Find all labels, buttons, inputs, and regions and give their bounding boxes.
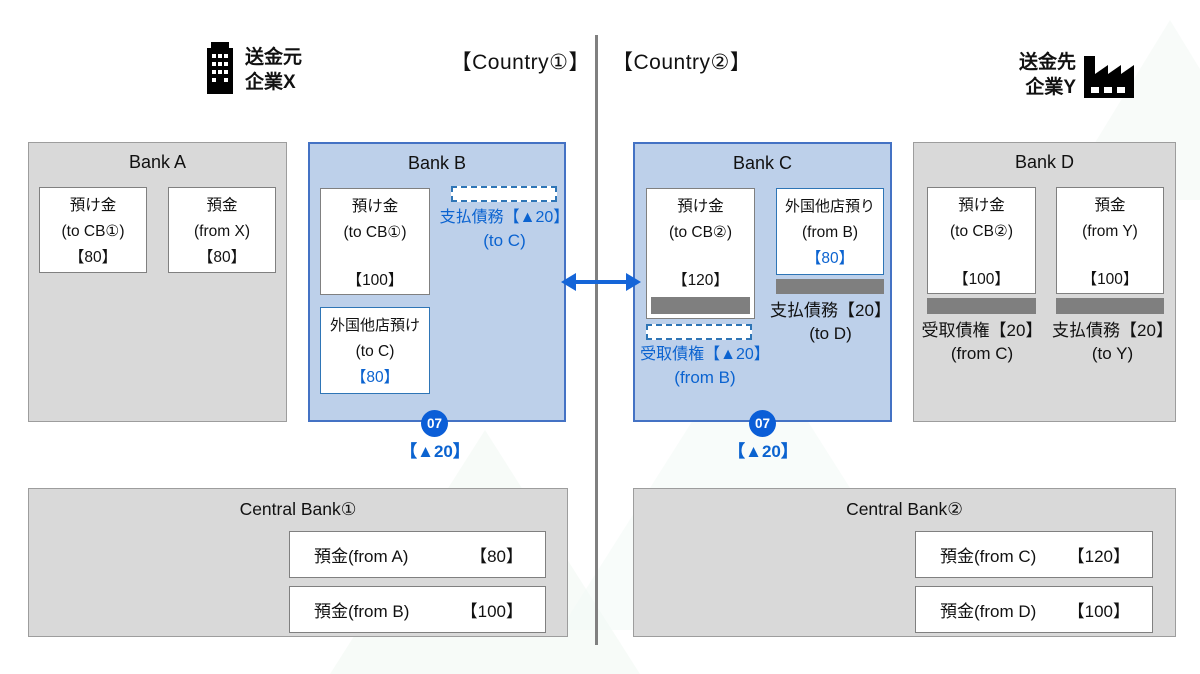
sender-line2: 企業X <box>245 72 296 93</box>
note-line: (from C) <box>950 344 1014 363</box>
amount-value: 【80】 <box>805 250 855 267</box>
label-line: (from B) <box>802 224 858 241</box>
note-line: 支払債務【20】 <box>770 301 891 320</box>
bank-c-vostro-box: 外国他店預り (from B) 【80】 <box>776 188 884 275</box>
label-line: 預け金 <box>677 198 724 215</box>
bank-c-deposit-cb2-box: 預け金 (to CB②) 【120】 <box>646 188 755 319</box>
bank-d-receivable-note: 受取債権【20】 (from C) <box>914 319 1050 365</box>
label-line: (to C) <box>355 343 395 360</box>
bank-a-deposit-from-x-box: 預金 (from X) 【80】 <box>168 187 276 273</box>
label-line: (to CB①) <box>343 224 407 241</box>
note-line: 受取債権【20】 <box>921 321 1043 340</box>
office-building-icon <box>203 42 237 94</box>
label-line: (to CB②) <box>669 224 732 241</box>
label-line: 預金 <box>1094 197 1126 214</box>
row-label: 預金(from B) <box>314 602 410 621</box>
bank-c-payable-note: 支払債務【20】 (to D) <box>763 299 898 345</box>
bank-d-box: Bank D 預け金 (to CB②) 【100】 受取債権【20】 (from… <box>913 142 1176 422</box>
central-bank2-box: Central Bank② 預金(from C) 【120】 預金(from D… <box>633 488 1176 637</box>
receiver-company-label: 送金先 企業Y <box>1008 50 1076 100</box>
note-line: (to Y) <box>1091 344 1134 363</box>
bank-c-step-delta: 【▲20】 <box>728 442 798 461</box>
bank-b-deposit-cb1-box: 預け金 (to CB①) 【100】 <box>320 188 430 295</box>
sender-company-label: 送金元 企業X <box>245 45 302 95</box>
label-line: (to CB②) <box>950 223 1013 240</box>
bank-b-step-badge: 07 <box>421 410 448 437</box>
note-line: (to D) <box>809 324 852 343</box>
cb2-row-from-d: 預金(from D) 【100】 <box>915 586 1153 633</box>
note-line: (from B) <box>674 368 736 387</box>
central-bank1-title: Central Bank① <box>239 499 357 519</box>
amount-value: 【120】 <box>672 272 729 289</box>
reduction-bar <box>927 298 1036 314</box>
note-line: 支払債務【▲20】 <box>439 209 570 226</box>
receiver-line1: 送金先 <box>1018 52 1076 73</box>
label-line: (from Y) <box>1082 223 1138 240</box>
bank-c-receivable-dashed-box <box>646 324 752 340</box>
receiver-line2: 企業Y <box>1025 77 1076 98</box>
label-line: 預け金 <box>69 197 117 214</box>
bank-d-title: Bank D <box>1014 152 1075 172</box>
bank-c-step-badge: 07 <box>749 410 776 437</box>
cb2-row-from-c: 預金(from C) 【120】 <box>915 531 1153 578</box>
bank-b-nostro-box: 外国他店預け (to C) 【80】 <box>320 307 430 394</box>
label-line: 預金 <box>206 197 238 214</box>
country-divider-line <box>595 35 598 645</box>
bank-a-title: Bank A <box>128 152 187 172</box>
bank-d-deposit-from-y-box: 預金 (from Y) 【100】 <box>1056 187 1164 294</box>
bank-a-box: Bank A 預け金 (to CB①) 【80】 預金 (from X) 【80… <box>28 142 287 422</box>
reduction-bar <box>651 297 750 314</box>
label-line: (from X) <box>194 223 250 240</box>
country1-label: 【Country①】 <box>450 51 590 74</box>
amount-value: 【80】 <box>68 249 118 266</box>
label-line: (to CB①) <box>61 223 125 240</box>
bank-b-payable-note: 支払債務【▲20】 (to C) <box>432 206 577 252</box>
amount-value: 【80】 <box>197 249 247 266</box>
cb1-row-from-a: 預金(from A) 【80】 <box>289 531 546 578</box>
note-line: 受取債権【▲20】 <box>640 346 770 363</box>
label-line: 預け金 <box>351 198 399 215</box>
cb1-row-from-b: 預金(from B) 【100】 <box>289 586 546 633</box>
note-line: (to C) <box>483 231 526 250</box>
factory-icon <box>1082 52 1136 98</box>
row-value: 【80】 <box>470 547 523 566</box>
label-line: 外国他店預り <box>784 198 875 215</box>
label-line: 外国他店預け <box>329 317 420 334</box>
central-bank2-title: Central Bank② <box>846 499 963 519</box>
bank-d-deposit-cb2-box: 預け金 (to CB②) 【100】 <box>927 187 1036 294</box>
country2-label: 【Country②】 <box>612 51 752 74</box>
bank-b-box: Bank B 預け金 (to CB①) 【100】 外国他店預け (to C) … <box>308 142 569 422</box>
amount-value: 【100】 <box>1081 271 1139 288</box>
bank-b-step-delta: 【▲20】 <box>400 442 470 461</box>
row-value: 【100】 <box>1067 602 1130 621</box>
row-value: 【120】 <box>1067 547 1130 566</box>
bank-c-receivable-note: 受取債権【▲20】 (from B) <box>635 343 775 389</box>
bank-b-payable-dashed-box <box>451 186 557 202</box>
reduction-bar <box>776 279 884 294</box>
sender-line1: 送金元 <box>245 47 303 68</box>
amount-value: 【100】 <box>346 272 404 289</box>
bank-a-deposit-cb1-box: 預け金 (to CB①) 【80】 <box>39 187 147 273</box>
interbank-double-arrow-icon <box>561 270 641 294</box>
row-value: 【100】 <box>460 602 523 621</box>
bank-d-payable-note: 支払債務【20】 (to Y) <box>1045 319 1180 365</box>
note-line: 支払債務【20】 <box>1052 321 1173 340</box>
bank-c-box: Bank C 預け金 (to CB②) 【120】 受取債権【▲20】 (fro… <box>633 142 892 422</box>
amount-value: 【80】 <box>350 369 400 386</box>
row-label: 預金(from D) <box>940 602 1037 621</box>
central-bank1-box: Central Bank① 預金(from A) 【80】 預金(from B)… <box>28 488 568 637</box>
label-line: 預け金 <box>958 197 1005 214</box>
reduction-bar <box>1056 298 1164 314</box>
bank-c-title: Bank C <box>732 153 793 173</box>
row-label: 預金(from C) <box>940 547 1037 566</box>
amount-value: 【100】 <box>953 271 1010 288</box>
bank-b-title: Bank B <box>407 153 467 173</box>
row-label: 預金(from A) <box>314 547 409 566</box>
